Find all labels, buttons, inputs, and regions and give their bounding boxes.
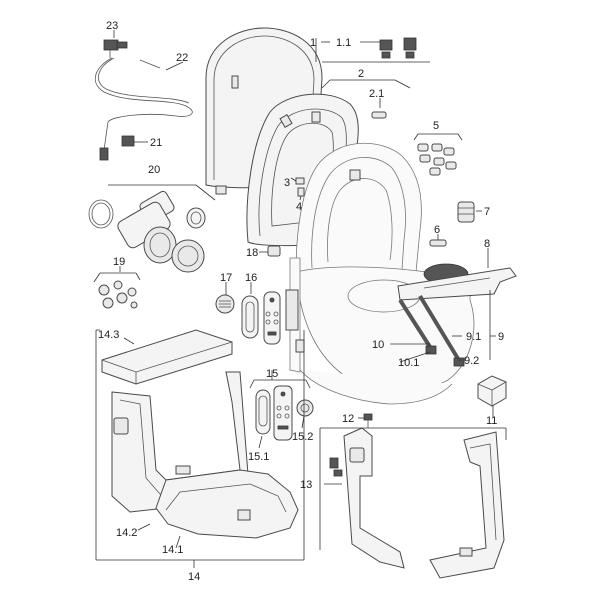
label-19: 19 xyxy=(113,256,125,268)
part-23-angle-valve xyxy=(103,39,128,58)
label-10-1: 10.1 xyxy=(398,357,419,369)
part-11-block xyxy=(477,375,507,407)
part-labels: 23 22 21 20 19 1 1.1 2 2.1 3 4 5 7 6 8 1… xyxy=(98,20,504,583)
label-1: 1 xyxy=(310,37,316,49)
label-7: 7 xyxy=(484,206,490,218)
label-5: 5 xyxy=(433,120,439,132)
part-7-cable-gland xyxy=(457,201,475,223)
part-17-round-cap xyxy=(215,294,235,314)
label-15-1: 15.1 xyxy=(248,451,269,463)
part-10-rods xyxy=(398,294,465,367)
label-9-1: 9.1 xyxy=(466,331,481,343)
part-12-screw xyxy=(363,413,373,428)
part-6-pin xyxy=(429,239,447,247)
label-9: 9 xyxy=(498,331,504,343)
label-8: 8 xyxy=(484,238,490,250)
label-12: 12 xyxy=(342,413,354,425)
part-22-supply-hose xyxy=(94,57,193,161)
label-14-2: 14.2 xyxy=(116,527,137,539)
part-15-remote-control-set xyxy=(249,379,314,441)
label-22: 22 xyxy=(176,52,188,64)
label-14-3: 14.3 xyxy=(98,329,119,341)
label-16: 16 xyxy=(245,272,257,284)
label-4: 4 xyxy=(296,201,302,213)
part-20-drain-set xyxy=(88,184,216,273)
part-13-frame-right xyxy=(429,431,505,579)
label-9-2: 9.2 xyxy=(464,355,479,367)
label-2-1: 2.1 xyxy=(369,88,384,100)
part-1-1-hinge-parts xyxy=(322,37,430,63)
part-13-frame-left xyxy=(343,427,405,569)
label-6: 6 xyxy=(434,224,440,236)
label-11: 11 xyxy=(486,415,497,427)
label-15: 15 xyxy=(266,368,278,380)
label-13: 13 xyxy=(300,479,312,491)
part-18-clip xyxy=(267,245,281,257)
label-21: 21 xyxy=(150,137,162,149)
label-17: 17 xyxy=(220,272,232,284)
label-14: 14 xyxy=(188,571,200,583)
label-20: 20 xyxy=(148,164,160,176)
part-16-remote-holder xyxy=(241,291,281,345)
label-2: 2 xyxy=(358,68,364,80)
label-15-2: 15.2 xyxy=(292,431,313,443)
part-19-fixing-kit xyxy=(93,272,141,309)
label-3: 3 xyxy=(284,177,290,189)
group-11-13-bracket xyxy=(319,427,507,550)
label-18: 18 xyxy=(246,247,258,259)
label-1-1: 1.1 xyxy=(336,37,351,49)
label-14-1: 14.1 xyxy=(162,544,183,556)
part-5-clip-set xyxy=(413,133,463,176)
label-10: 10 xyxy=(372,339,384,351)
part-13-fixing xyxy=(329,457,343,477)
group-14-bracket xyxy=(95,329,305,561)
leader-lines xyxy=(113,30,496,568)
part-14-3-top-cover xyxy=(101,329,233,385)
label-23: 23 xyxy=(106,20,118,32)
part-2-1-buffer xyxy=(371,111,387,119)
part-14-1-base-cover xyxy=(155,469,299,539)
part-21-connector xyxy=(121,135,135,147)
